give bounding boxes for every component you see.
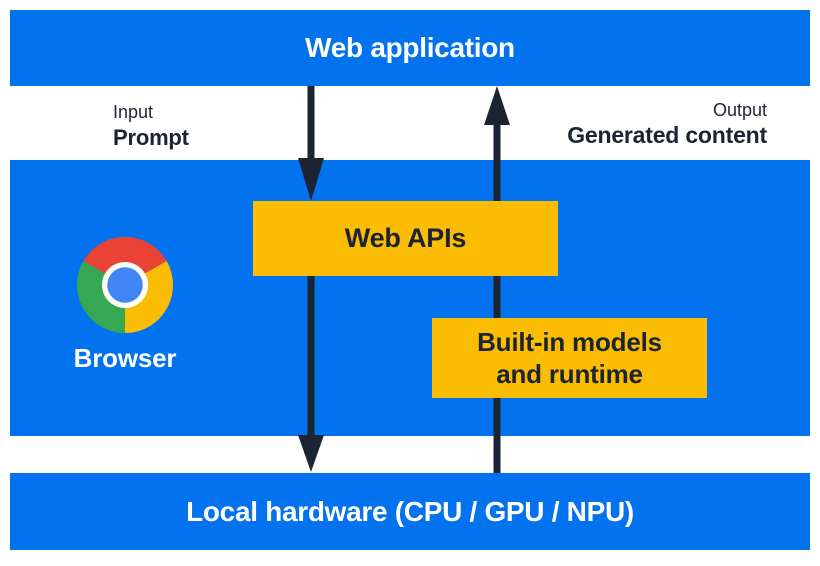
builtin-models-box: Built-in models and runtime <box>432 318 707 398</box>
browser-label: Browser <box>73 343 177 373</box>
builtin-models-label-line1: Built-in models <box>477 327 662 357</box>
builtin-models-label-line2: and runtime <box>496 359 643 389</box>
input-flow-label: Input Prompt <box>113 101 189 151</box>
down-arrow-shaft-upper <box>307 86 315 159</box>
output-category-label: Output <box>712 100 767 120</box>
web-application-layer: Web application <box>10 10 810 86</box>
local-hardware-layer: Local hardware (CPU / GPU / NPU) <box>10 473 810 550</box>
input-category-label: Input <box>113 102 154 122</box>
output-value-label: Generated content <box>567 122 767 148</box>
local-hardware-label: Local hardware (CPU / GPU / NPU) <box>186 495 634 527</box>
chrome-icon <box>77 237 173 333</box>
down-arrowhead-lower <box>298 435 324 472</box>
chrome-icon-svg <box>77 237 173 333</box>
web-apis-label: Web APIs <box>344 223 467 253</box>
chrome-blue-center <box>107 267 143 303</box>
up-arrowhead <box>484 86 510 125</box>
web-application-label: Web application <box>305 32 515 63</box>
output-flow-label: Output Generated content <box>567 99 767 149</box>
web-apis-box: Web APIs <box>253 201 558 276</box>
input-value-label: Prompt <box>113 125 189 150</box>
chrome-red-segment <box>83 237 167 285</box>
